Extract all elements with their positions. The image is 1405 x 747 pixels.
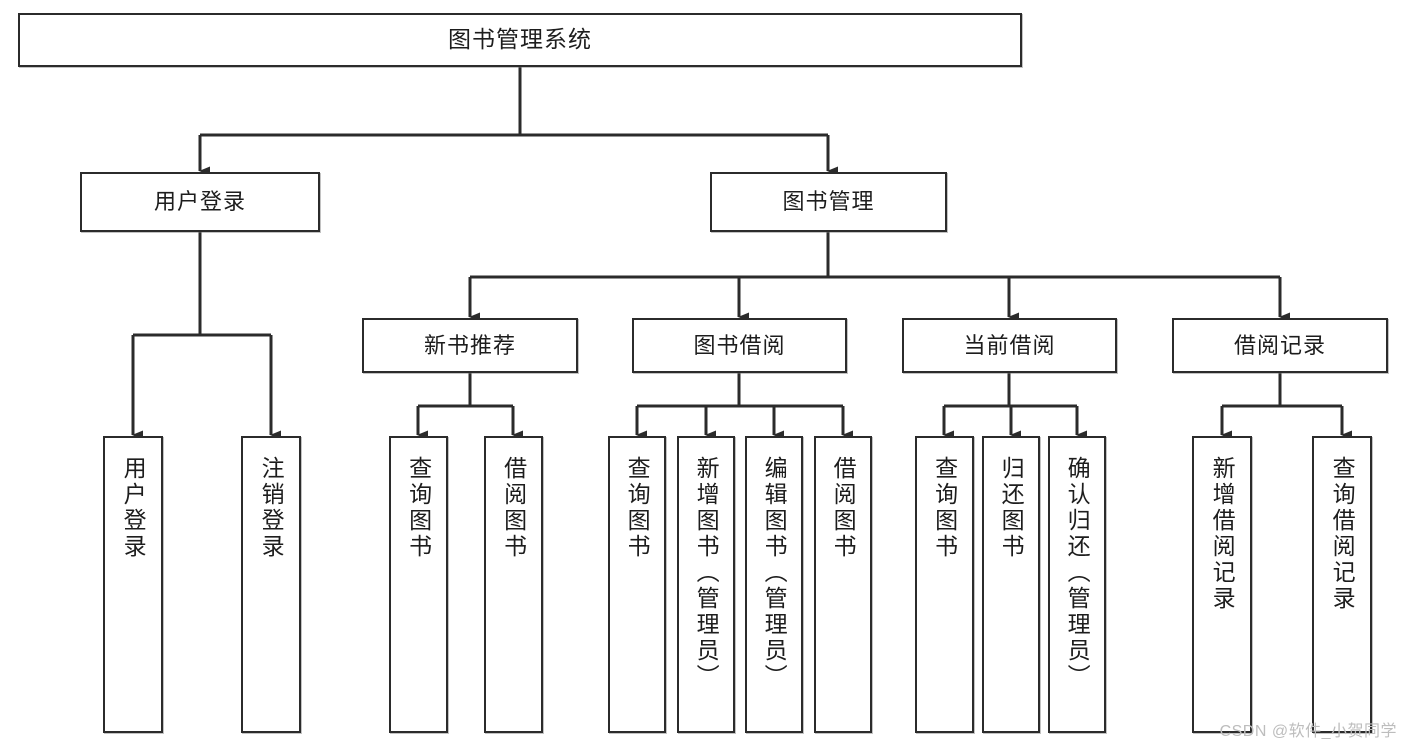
node-root-system[interactable]: 图书管理系统	[18, 13, 1022, 67]
node-tier3-0[interactable]: 新书推荐	[362, 318, 578, 373]
watermark-label: CSDN @软件_小贺同学	[1219, 723, 1397, 740]
node-tier3-1-label: 图书借阅	[693, 332, 786, 358]
node-tier2-0[interactable]: 用户登录	[80, 172, 320, 232]
node-tier3-3-label: 借阅记录	[1233, 332, 1326, 358]
node-leaf-10-label: 确认归还（管理员）	[1064, 456, 1091, 690]
node-leaf-9[interactable]: 归还图书	[982, 436, 1040, 733]
node-tier3-2-label: 当前借阅	[963, 332, 1056, 358]
node-leaf-8[interactable]: 查询图书	[915, 436, 974, 733]
node-leaf-7[interactable]: 借阅图书	[814, 436, 872, 733]
node-leaf-11-label: 新增借阅记录	[1209, 456, 1236, 612]
node-tier3-3[interactable]: 借阅记录	[1172, 318, 1388, 373]
node-leaf-12[interactable]: 查询借阅记录	[1312, 436, 1372, 733]
node-tier2-1-label: 图书管理	[782, 189, 875, 215]
node-leaf-8-label: 查询图书	[931, 456, 958, 560]
node-leaf-11[interactable]: 新增借阅记录	[1192, 436, 1252, 733]
node-leaf-1-label: 注销登录	[258, 456, 285, 560]
node-root-system-label: 图书管理系统	[448, 26, 592, 53]
node-leaf-2[interactable]: 查询图书	[389, 436, 448, 733]
node-leaf-10[interactable]: 确认归还（管理员）	[1048, 436, 1106, 733]
node-leaf-2-label: 查询图书	[405, 456, 432, 560]
node-leaf-0[interactable]: 用户登录	[103, 436, 163, 733]
node-tier3-2[interactable]: 当前借阅	[902, 318, 1117, 373]
node-leaf-4[interactable]: 查询图书	[608, 436, 666, 733]
node-leaf-1[interactable]: 注销登录	[241, 436, 301, 733]
node-tier2-0-label: 用户登录	[153, 189, 246, 215]
node-leaf-0-label: 用户登录	[120, 456, 147, 560]
node-leaf-9-label: 归还图书	[998, 456, 1025, 560]
node-leaf-5[interactable]: 新增图书（管理员）	[677, 436, 735, 733]
node-leaf-5-label: 新增图书（管理员）	[693, 456, 720, 690]
node-tier2-1[interactable]: 图书管理	[710, 172, 947, 232]
node-leaf-6[interactable]: 编辑图书（管理员）	[745, 436, 803, 733]
node-leaf-7-label: 借阅图书	[830, 456, 857, 560]
node-tier3-1[interactable]: 图书借阅	[632, 318, 847, 373]
node-leaf-12-label: 查询借阅记录	[1329, 456, 1356, 612]
node-tier3-0-label: 新书推荐	[423, 332, 516, 358]
node-leaf-3[interactable]: 借阅图书	[484, 436, 543, 733]
node-leaf-6-label: 编辑图书（管理员）	[761, 456, 788, 690]
node-leaf-3-label: 借阅图书	[500, 456, 527, 560]
node-leaf-4-label: 查询图书	[624, 456, 651, 560]
